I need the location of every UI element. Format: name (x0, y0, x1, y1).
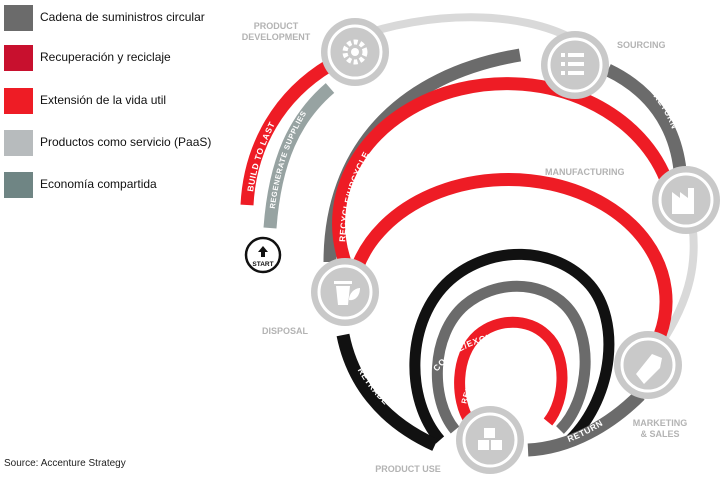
legend-swatch (4, 172, 33, 198)
reuse-label: REUSE (497, 352, 532, 365)
legend-label: Extensión de la vida util (40, 93, 167, 107)
legend-label: Economía compartida (40, 177, 157, 191)
legend-swatch (4, 88, 33, 114)
legend-label: Cadena de suministros circular (40, 10, 205, 24)
refill-label: REFILL/REPAIR/UPGRADE (459, 358, 554, 404)
legend-item-sharing-economy: Economía compartida (4, 172, 230, 198)
start-label: START (252, 261, 273, 268)
stage-label-product-use: PRODUCT USE (375, 464, 441, 474)
retrade-arc (336, 333, 438, 451)
stage-label-sourcing: SOURCING (617, 40, 666, 50)
legend-item-paas: Productos como servicio (PaaS) (4, 130, 230, 156)
legend-item-life-extension: Extensión de la vida util (4, 88, 230, 114)
return-marketing-arc (527, 390, 645, 457)
source-note: Source: Accenture Strategy (4, 458, 126, 469)
co-use-exchange-loop (409, 248, 615, 444)
legend-label: Productos como servicio (PaaS) (40, 135, 212, 149)
legend-swatch (4, 5, 33, 31)
product-use-node (456, 406, 524, 474)
disposal-node (311, 258, 379, 326)
refurbish-arc (350, 172, 673, 338)
regenerate-supplies-arc (263, 83, 335, 229)
legend-swatch (4, 130, 33, 156)
refill-repair-loop (454, 316, 568, 426)
gear-icon (342, 39, 368, 65)
trash-leaf-icon (334, 281, 360, 305)
factory-icon (672, 188, 694, 214)
product-development-node (321, 18, 389, 86)
outer-cycle-arc (351, 13, 577, 44)
stage-label-manufacturing: MANUFACTURING (545, 167, 625, 177)
marketing-sales-node (614, 331, 682, 399)
tag-icon (636, 354, 662, 384)
boxes-icon (478, 428, 502, 450)
legend-swatch (4, 45, 33, 71)
legend-item-circular-supply: Cadena de suministros circular (4, 5, 230, 31)
build-to-last-arc (240, 59, 334, 206)
manufacturing-node (652, 166, 720, 234)
return-sourcing-arc (605, 64, 687, 171)
stage-label-marketing-sales: MARKETING& SALES (633, 418, 688, 439)
remanufacture-arc (332, 77, 675, 265)
sourcing-node (541, 31, 609, 99)
stage-label-disposal: DISPOSAL (262, 326, 309, 336)
legend-label: Recuperación y reciclaje (40, 50, 171, 64)
start-marker: START (244, 236, 282, 274)
legend-item-recovery-recycling: Recuperación y reciclaje (4, 45, 230, 71)
list-icon (561, 53, 584, 75)
reuse-loop (431, 280, 591, 434)
arrow-up-icon (258, 246, 268, 257)
